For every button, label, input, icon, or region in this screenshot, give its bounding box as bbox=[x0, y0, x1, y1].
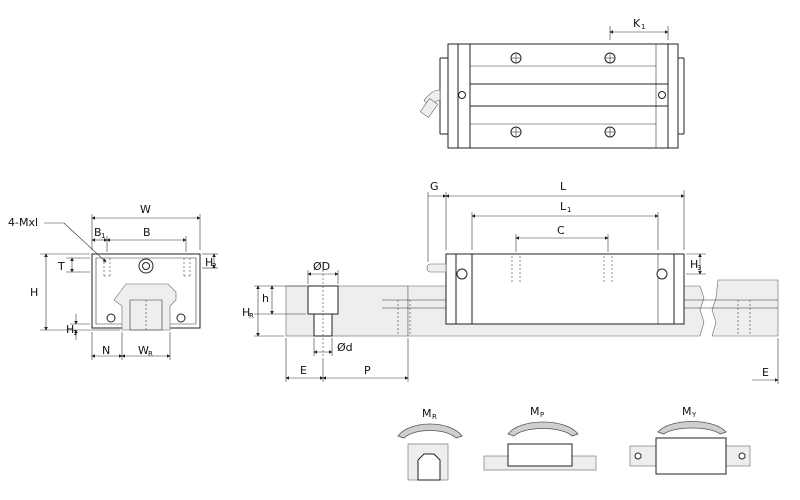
moment-mr: M R bbox=[397, 407, 463, 481]
dim-g-label: G bbox=[430, 180, 439, 193]
thread-callout-label: 4-Mxl bbox=[8, 216, 38, 229]
rotate-arrow-icon bbox=[507, 421, 579, 437]
dim-od-label: ØD bbox=[313, 260, 330, 273]
dim-n-label: N bbox=[102, 344, 110, 357]
dim-t-label: T bbox=[57, 260, 65, 273]
dim-h-small-label: h bbox=[262, 292, 269, 305]
dim-h1-sub: 1 bbox=[73, 329, 77, 337]
dim-l1-label: L bbox=[560, 200, 567, 213]
moment-mp: M P bbox=[483, 405, 597, 471]
dim-e-label: E bbox=[300, 364, 307, 377]
dim-hr-sub: R bbox=[249, 312, 254, 320]
rotate-arrow-icon bbox=[397, 423, 463, 439]
dim-h3-label: H bbox=[690, 258, 698, 271]
moment-my-label: M bbox=[682, 405, 692, 418]
dim-w-label: W bbox=[140, 203, 151, 216]
dim-c-label: C bbox=[557, 224, 565, 237]
dim-l-label: L bbox=[560, 180, 567, 193]
moment-mp-label: M bbox=[530, 405, 540, 418]
dim-wr-label: W bbox=[138, 344, 149, 357]
dim-h3-sub: 3 bbox=[697, 264, 701, 272]
moment-my-sub: Y bbox=[691, 411, 697, 419]
dim-k1-sub: 1 bbox=[641, 23, 645, 31]
front-view: W B 1 B 4-Mxl T H 2 H H 1 bbox=[8, 203, 218, 360]
dim-h1-label: H bbox=[66, 323, 74, 336]
grease-nipple-side-icon bbox=[426, 263, 447, 273]
block-side-outline bbox=[445, 253, 685, 325]
dim-hr-label: H bbox=[242, 306, 250, 319]
dim-od-small-label: Ød bbox=[337, 341, 353, 354]
dim-e-right-label: E bbox=[762, 366, 769, 379]
dim-b1-label: B bbox=[94, 226, 102, 239]
top-view: K 1 bbox=[419, 17, 685, 149]
dim-k1-label: K bbox=[633, 17, 641, 30]
moment-mp-sub: P bbox=[540, 411, 544, 419]
dim-b-label: B bbox=[143, 226, 151, 239]
block-top-outline bbox=[447, 43, 679, 149]
rail-side bbox=[285, 285, 409, 337]
rail-profile bbox=[113, 283, 177, 331]
rotate-arrow-icon bbox=[657, 421, 727, 435]
dim-b1-sub: 1 bbox=[101, 232, 105, 240]
side-view: G L L 1 C H 3 ØD h H R bbox=[242, 180, 779, 384]
dim-p-label: P bbox=[364, 364, 371, 377]
moment-mr-label: M bbox=[422, 407, 432, 420]
mounting-hole-icon bbox=[458, 52, 666, 138]
dim-h2-sub: 2 bbox=[212, 262, 216, 270]
grease-nipple-icon bbox=[419, 89, 441, 118]
moment-my: M Y bbox=[629, 405, 751, 475]
dim-wr-sub: R bbox=[148, 350, 153, 358]
dim-h-label: H bbox=[30, 286, 38, 299]
dim-h2-label: H bbox=[205, 256, 213, 269]
moment-mr-sub: R bbox=[432, 413, 437, 421]
dim-l1-sub: 1 bbox=[567, 206, 571, 214]
